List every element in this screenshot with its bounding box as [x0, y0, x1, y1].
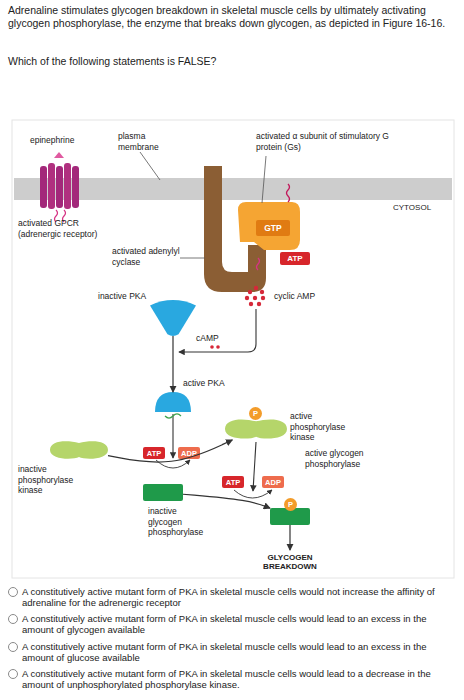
- g-alpha-subunit: [238, 202, 300, 250]
- phosphate-circle: P: [249, 407, 262, 420]
- reaction-arrow: [183, 494, 270, 508]
- phosphorylase-kinase: inactive phosphorylase kinase: [50, 440, 108, 460]
- node-outline: [155, 392, 191, 412]
- part-label: plasma membrane: [118, 131, 166, 152]
- title-text: Adrenaline stimulates glycogen breakdown…: [8, 4, 458, 30]
- node-outline: [280, 252, 310, 265]
- phosphate-circle: P: [284, 498, 297, 511]
- receptor-helix: [72, 166, 79, 208]
- answer-option: A constitutively active mutant form of P…: [22, 586, 447, 608]
- cyclic-amp-cluster: [245, 286, 265, 306]
- glycogen-phosphorylase: inactive glycogen phosphorylase: [143, 484, 183, 501]
- node-label: active PKA: [183, 378, 243, 389]
- camp-dots: [210, 345, 220, 349]
- catalytic-site: [257, 258, 260, 270]
- atp-tag: ATP: [280, 252, 310, 265]
- node-label: active glycogen phosphorylase: [305, 448, 385, 469]
- receptor-helix: [56, 166, 63, 208]
- node-outline: [143, 447, 165, 459]
- node-text: GTP: [256, 220, 290, 236]
- node-outline: [150, 300, 196, 336]
- node-text: P: [249, 407, 262, 420]
- catalysis-arrow: [172, 414, 173, 458]
- node-outline: [284, 498, 297, 511]
- outcome-box: GLYCOGEN BREAKDOWN: [250, 550, 330, 574]
- receptor-helix: [64, 163, 71, 209]
- molecule-label: cAMP: [196, 333, 228, 344]
- gtp-tag: GTP: [256, 220, 290, 236]
- node-outline: [178, 447, 200, 459]
- adp-tag: ADP: [178, 447, 200, 459]
- node-text: GLYCOGEN BREAKDOWN: [250, 550, 330, 574]
- answer-option: A constitutively active mutant form of P…: [22, 668, 447, 690]
- answer-option: A constitutively active mutant form of P…: [22, 641, 447, 663]
- atp-tag: ATP: [222, 476, 244, 488]
- leader-line: [262, 156, 266, 203]
- node-outline: [50, 441, 108, 458]
- node-outline: [256, 220, 290, 236]
- node-outline: [249, 407, 262, 420]
- atp-adp-arc: [156, 460, 190, 468]
- node-shape: [150, 300, 196, 336]
- node-text: P: [284, 498, 297, 511]
- inactive-pka: inactive PKA: [150, 300, 196, 336]
- compartment-label: CYTOSOL: [393, 203, 453, 213]
- leader-line: [180, 258, 205, 259]
- question-text: Which of the following statements is FAL…: [8, 55, 458, 68]
- node-text: ADP: [178, 447, 200, 459]
- node-label: inactive PKA: [98, 291, 168, 302]
- phosphorylase-kinase: active phosphorylase kinaseP: [225, 418, 287, 440]
- node-label: inactive phosphorylase kinase: [18, 464, 82, 496]
- lipid-anchor: [287, 184, 290, 202]
- reaction-arrow: [172, 336, 173, 392]
- receptor-helix: [48, 163, 55, 209]
- atp-adp-arc: [234, 490, 272, 498]
- figure-frame: [12, 120, 454, 578]
- epinephrine-ligand: [54, 152, 64, 158]
- leader-line: [140, 152, 160, 180]
- catalysis-arrow: [253, 442, 256, 491]
- node-outline: [143, 484, 183, 501]
- node-outline: [222, 476, 244, 488]
- node-shape: [143, 484, 183, 501]
- adp-tag: ADP: [262, 476, 284, 488]
- pka-site: [165, 414, 181, 418]
- part-label: activated adenylyl cyclase: [112, 246, 182, 267]
- radio-buttons: [9, 588, 18, 679]
- active-pka: active PKA: [155, 392, 191, 412]
- molecule-label: epinephrine: [30, 135, 100, 146]
- part-label: activated GPCR (adrenergic receptor): [18, 218, 118, 239]
- node-text: ATP: [143, 447, 165, 459]
- node-shape: [155, 392, 191, 412]
- node-outline: [225, 419, 287, 438]
- glycogen-phosphorylase: active glycogen phosphorylaseP: [270, 508, 310, 525]
- reaction-arrow: [289, 525, 290, 550]
- molecule-label: cyclic AMP: [274, 291, 334, 302]
- reaction-arrow: [108, 440, 232, 462]
- node-text: ATP: [280, 252, 310, 265]
- node-outline: [262, 476, 284, 488]
- node-label: active phosphorylase kinase: [290, 411, 354, 443]
- answer-option: A constitutively active mutant form of P…: [22, 613, 447, 635]
- part-label: activated α subunit of stimulatory G pro…: [256, 131, 416, 152]
- node-shape: [50, 440, 108, 460]
- gpcr-receptor: [40, 152, 79, 222]
- node-text: ATP: [222, 476, 244, 488]
- camp-arrow: [179, 309, 256, 352]
- node-text: ADP: [262, 476, 284, 488]
- node-label: inactive glycogen phosphorylase: [148, 506, 210, 538]
- plasma-membrane: [14, 178, 452, 200]
- node-shape: [225, 418, 287, 440]
- atp-tag: ATP: [143, 447, 165, 459]
- receptor-helix: [40, 166, 47, 208]
